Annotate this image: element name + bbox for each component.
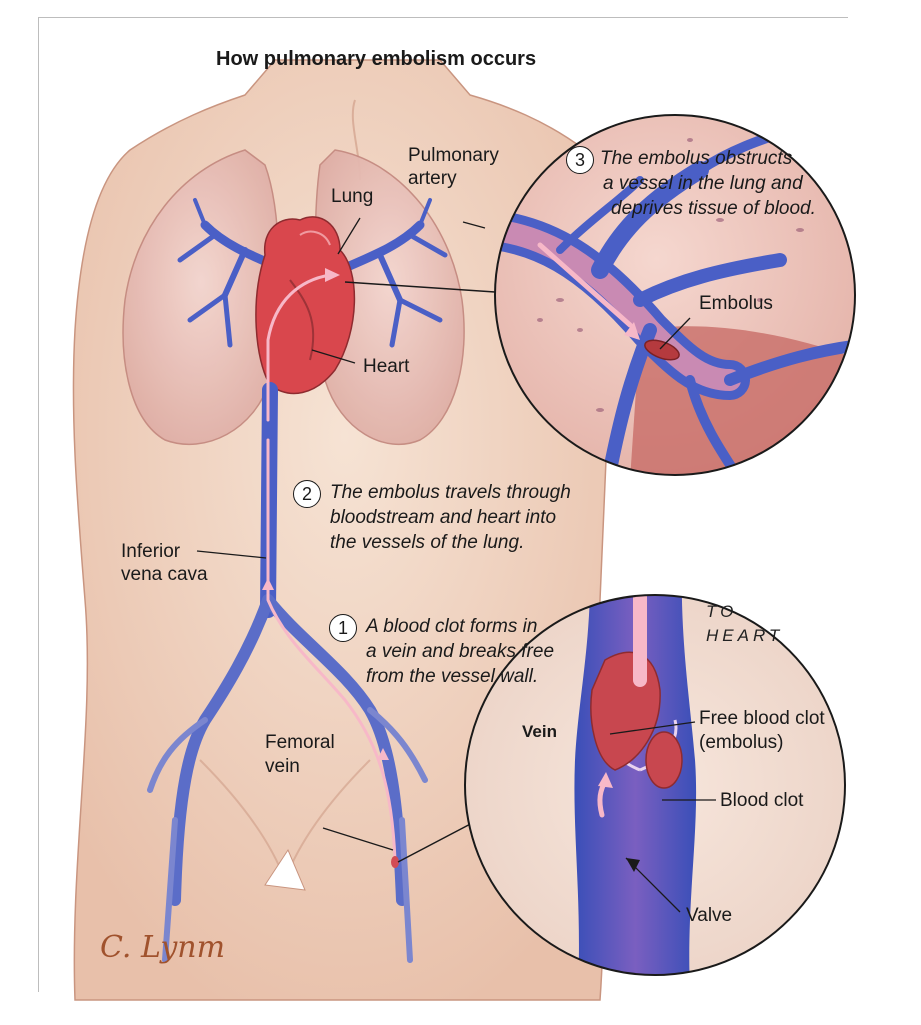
artist-signature: C. Lynm <box>100 930 226 965</box>
frame-top-border <box>38 17 848 18</box>
label-to-heart: TO HEART <box>706 600 783 648</box>
step-2-line3: the vessels of the lung. <box>330 532 525 553</box>
page-title: How pulmonary embolism occurs <box>216 48 537 70</box>
flow-arrowheads <box>262 268 389 760</box>
step-1-line1: A blood clot forms in <box>366 616 538 637</box>
label-vein: Vein <box>522 722 557 741</box>
label-lung: Lung <box>331 186 374 207</box>
step-3-line1: The embolus obstructs <box>600 148 793 169</box>
step-1-number: 1 <box>329 614 357 642</box>
vein-inset <box>465 595 845 975</box>
label-valve: Valve <box>686 905 733 926</box>
step-3-line3: deprives tissue of blood. <box>611 198 816 219</box>
label-to-heart-line2: HEART <box>706 626 784 645</box>
lung-inset-border <box>494 114 856 476</box>
clot-origin-marker <box>391 856 399 868</box>
flow-path <box>266 273 397 862</box>
label-inferior-vena-cava-line1: Inferior <box>121 541 181 562</box>
step-2-line2: bloodstream and heart into <box>330 507 557 528</box>
inset-connectors <box>344 281 496 863</box>
label-pulmonary-artery-line2: artery <box>408 168 457 189</box>
label-embolus: Embolus <box>699 293 773 314</box>
embolus-clot <box>644 339 680 361</box>
label-free-clot-line1: Free blood clot <box>699 708 825 729</box>
label-pulmonary-artery-line1: Pulmonary <box>408 145 499 166</box>
label-blood-clot: Blood clot <box>720 790 804 811</box>
step-3-number: 3 <box>566 146 594 174</box>
label-femoral-vein-line2: vein <box>265 756 300 777</box>
step-2-line1: The embolus travels through <box>330 482 571 503</box>
valve-arrowhead <box>626 858 640 872</box>
label-to-heart-line1: TO <box>706 602 738 621</box>
frame-left-border <box>38 17 39 992</box>
step-3-line2: a vessel in the lung and <box>603 173 803 194</box>
label-femoral-vein-line1: Femoral <box>265 732 335 753</box>
label-free-clot-line2: (embolus) <box>699 732 784 753</box>
vein-inset-border <box>464 594 846 976</box>
step-2-number: 2 <box>293 480 321 508</box>
heart <box>255 216 356 395</box>
step-1-line3: from the vessel wall. <box>366 666 539 687</box>
step-1-line2: a vein and breaks free <box>366 641 555 662</box>
label-inferior-vena-cava-line2: vena cava <box>121 564 208 585</box>
label-heart: Heart <box>363 356 410 377</box>
